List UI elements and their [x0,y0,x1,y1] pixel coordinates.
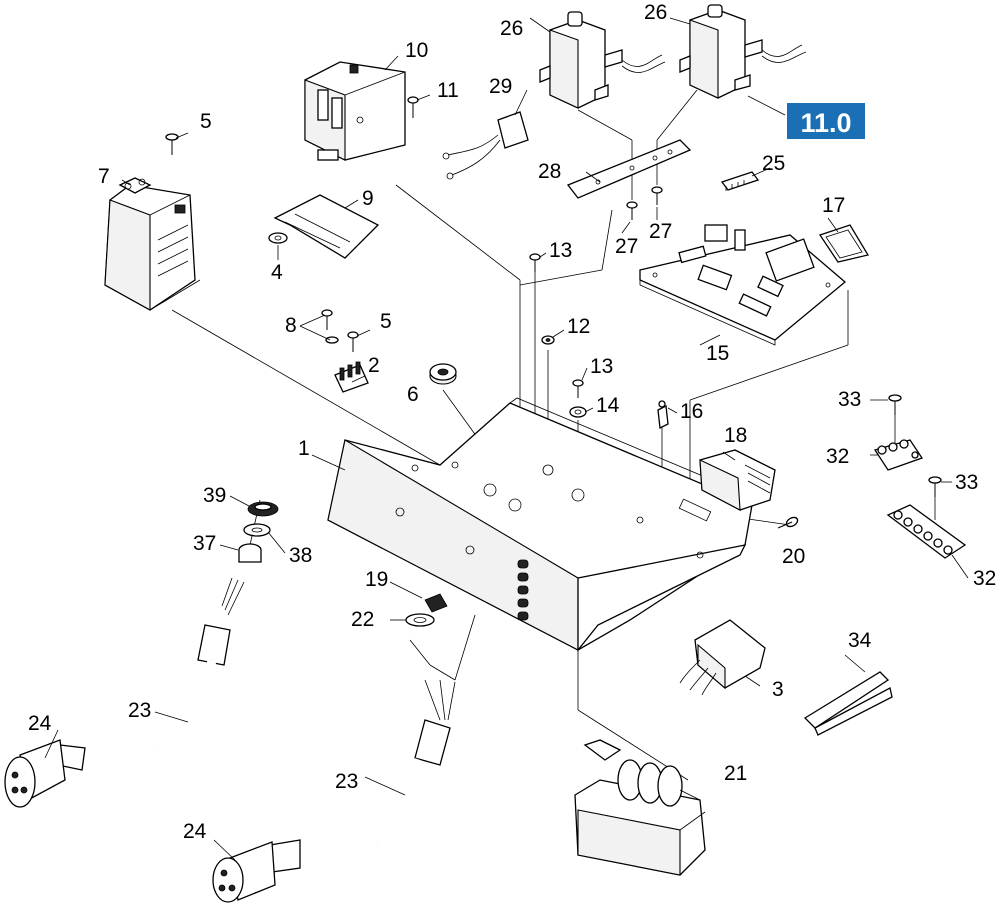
washer [268,232,288,244]
valve-bracket [566,139,692,199]
section-badge-background [787,103,865,139]
terminal-block-small [873,439,924,471]
gasket [818,224,870,263]
screw [407,96,419,118]
callout-label: 13 [549,239,572,262]
connector-sleeve [424,593,448,613]
callout-labels: 1 2 3 4 5 5 6 7 8 9 10 11 12 13 13 14 15… [28,1,996,843]
screw [165,133,179,155]
screw [626,201,638,220]
cable-gland-nut [238,543,262,563]
screw [777,516,799,529]
callout-label: 34 [848,629,872,652]
callout-label: 26 [644,1,667,24]
callout-label: 10 [405,39,428,62]
callout-label: 23 [128,699,151,722]
callout-label: 27 [649,220,672,243]
callout-label: 28 [538,160,561,183]
screw [347,331,359,352]
callout-label: 39 [203,484,226,507]
callout-label: 6 [407,383,419,406]
power-cable-lower [298,679,456,857]
callout-label: 29 [489,75,512,98]
solenoid-valve-left [539,11,666,109]
callout-label: 22 [351,608,374,631]
callout-label: 27 [615,235,638,258]
filter-module [679,619,766,696]
section-badge: 11.0 [787,103,865,139]
wire-harness-small [442,111,529,180]
washer [243,523,271,537]
callout-label: 11 [437,79,459,102]
din-rail [273,194,380,259]
callout-label: 26 [500,17,523,40]
callout-label: 8 [285,314,297,337]
callout-label: 23 [335,770,358,793]
callout-label: 33 [955,471,978,494]
screw [321,309,339,344]
terminal-block-large [886,504,967,559]
callout-label: 5 [200,110,212,133]
washer [541,335,555,345]
callout-label: 21 [724,762,747,785]
callout-label: 25 [762,152,785,175]
screw [651,186,663,205]
callout-label: 20 [782,545,805,568]
callout-label: 17 [822,194,845,217]
callout-label: 24 [183,820,207,843]
callout-label: 15 [706,342,729,365]
callout-label: 5 [380,310,392,333]
control-circuit-board [639,224,847,346]
chassis-base-plate [327,397,761,652]
callout-label: 14 [596,394,620,417]
callout-label: 24 [28,712,52,735]
washer [405,613,435,627]
connector-plug [699,449,776,511]
power-cable-upper [78,577,245,760]
tweezer-tool [803,671,893,736]
callout-label: 32 [973,567,996,590]
callout-label: 16 [680,400,703,423]
washer [247,501,279,517]
screw [888,394,902,415]
callout-leaders-secondary [44,55,969,861]
callout-label: 2 [368,354,380,377]
chassis-terminal-strip [517,559,529,621]
ic-chip [720,171,760,191]
power-plug-left [4,739,86,808]
callout-leaders [154,17,866,801]
transformer [104,177,201,311]
callout-label: 37 [193,532,216,555]
screw [529,253,541,272]
screw [928,476,942,497]
grommet [429,363,457,385]
terminal-block-small [334,361,369,393]
callout-label: 18 [724,424,747,447]
callout-label: 1 [298,437,310,460]
callout-label: 9 [362,187,374,210]
toroidal-transformer [574,739,706,876]
callout-label: 13 [590,355,613,378]
callout-label: 38 [289,544,312,567]
callout-label: 19 [365,568,388,591]
power-plug-right [212,839,301,903]
callout-label: 32 [826,445,849,468]
solenoid-valve-right [679,4,807,99]
callout-label: 7 [98,165,110,188]
screw [572,379,584,398]
section-badge-label: 11.0 [800,108,851,138]
sensor-probe [657,400,669,429]
contactor [304,61,406,161]
washer [569,406,587,418]
callout-label: 3 [772,678,784,701]
callout-label: 12 [567,315,590,338]
callout-label: 4 [271,261,283,284]
callout-label: 33 [838,388,861,411]
